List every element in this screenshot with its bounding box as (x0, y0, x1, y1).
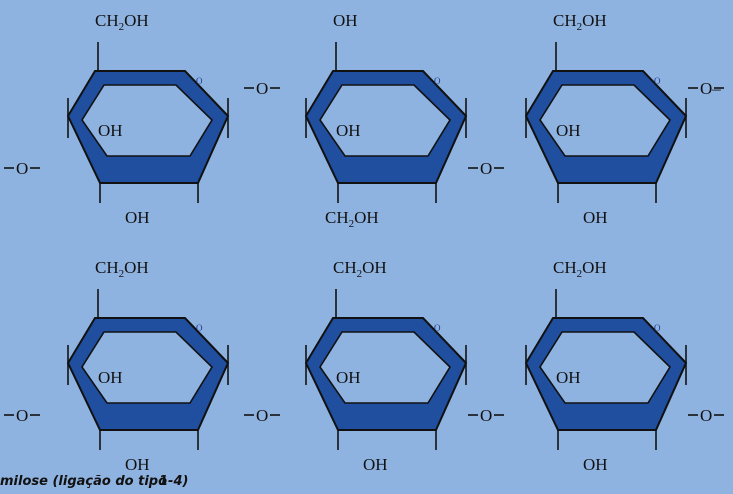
ring-oxygen-label: O (654, 76, 661, 86)
inner-label: OH (336, 368, 361, 387)
bottom-label: OH (363, 455, 388, 474)
bottom-label: OH (583, 208, 608, 227)
ring-oxygen-label: O (434, 76, 441, 86)
glycosidic-link: O (4, 159, 40, 178)
glucose-ring: CH2OH OH OH O (524, 258, 688, 474)
inner-label: OH (336, 121, 361, 140)
glycosidic-link: O (468, 406, 504, 425)
inner-label: OH (98, 368, 123, 387)
ring-inner (81, 331, 214, 404)
caption-part2: 1-4) (159, 474, 189, 489)
chains-layer: CH2OHOHOHOOHOHCH2OHOCH2OHOHOHOOOOO–CH2OH… (4, 11, 724, 474)
ring-oxygen-label: O (654, 323, 661, 333)
top-label: CH2OH (553, 11, 607, 33)
bottom-label: OH (583, 455, 608, 474)
glucose-ring: CH2OH OH OH O (524, 11, 688, 227)
glycosidic-link: O (4, 406, 40, 425)
top-chain: CH2OH OH OH O OH OH CH2OH O CH2OH OH OH O O O O O– (4, 11, 724, 230)
link-oxygen-label: O (16, 406, 28, 425)
ring-oxygen-label: O (434, 323, 441, 333)
caption-part1: milose (ligação do tipo (0, 474, 168, 489)
ring-inner (319, 331, 452, 404)
top-label: OH (333, 11, 358, 30)
link-oxygen-label: O (700, 406, 712, 425)
glycosidic-link: O (244, 79, 280, 98)
glycosidic-link: O– (688, 79, 724, 98)
bottom-label: OH (125, 208, 150, 227)
inner-label: OH (556, 121, 581, 140)
glucose-ring: CH2OH OH OH O (66, 258, 230, 474)
glycosidic-link: O (244, 406, 280, 425)
glycosidic-link: O (468, 159, 504, 178)
top-label: CH2OH (333, 258, 387, 280)
ring-inner (539, 84, 672, 157)
bottom-label: CH2OH (325, 208, 379, 230)
ring-inner (319, 84, 452, 157)
link-oxygen-label: O (256, 406, 268, 425)
link-oxygen-label: O (16, 159, 28, 178)
link-oxygen-label: O (480, 406, 492, 425)
glycosidic-link: O (688, 406, 724, 425)
ring-inner (539, 331, 672, 404)
glucose-ring: OH OH CH2OH O (304, 11, 468, 230)
ring-oxygen-label: O (196, 323, 203, 333)
link-oxygen-label: O– (700, 79, 721, 98)
link-oxygen-label: O (256, 79, 268, 98)
link-oxygen-label: O (480, 159, 492, 178)
ring-oxygen-label: O (196, 76, 203, 86)
glucose-ring: CH2OH OH OH O (304, 258, 468, 474)
inner-label: OH (98, 121, 123, 140)
top-label: CH2OH (95, 258, 149, 280)
inner-label: OH (556, 368, 581, 387)
bottom-label: OH (125, 455, 150, 474)
bottom-chain: CH2OH OH OH O CH2OH OH OH O CH2OH OH OH O O O O O (4, 258, 724, 474)
top-label: CH2OH (95, 11, 149, 33)
top-label: CH2OH (553, 258, 607, 280)
ring-inner (81, 84, 214, 157)
caption: milose (ligação do tipo 1-4) (0, 474, 188, 489)
glucose-ring: CH2OH OH OH O (66, 11, 230, 227)
